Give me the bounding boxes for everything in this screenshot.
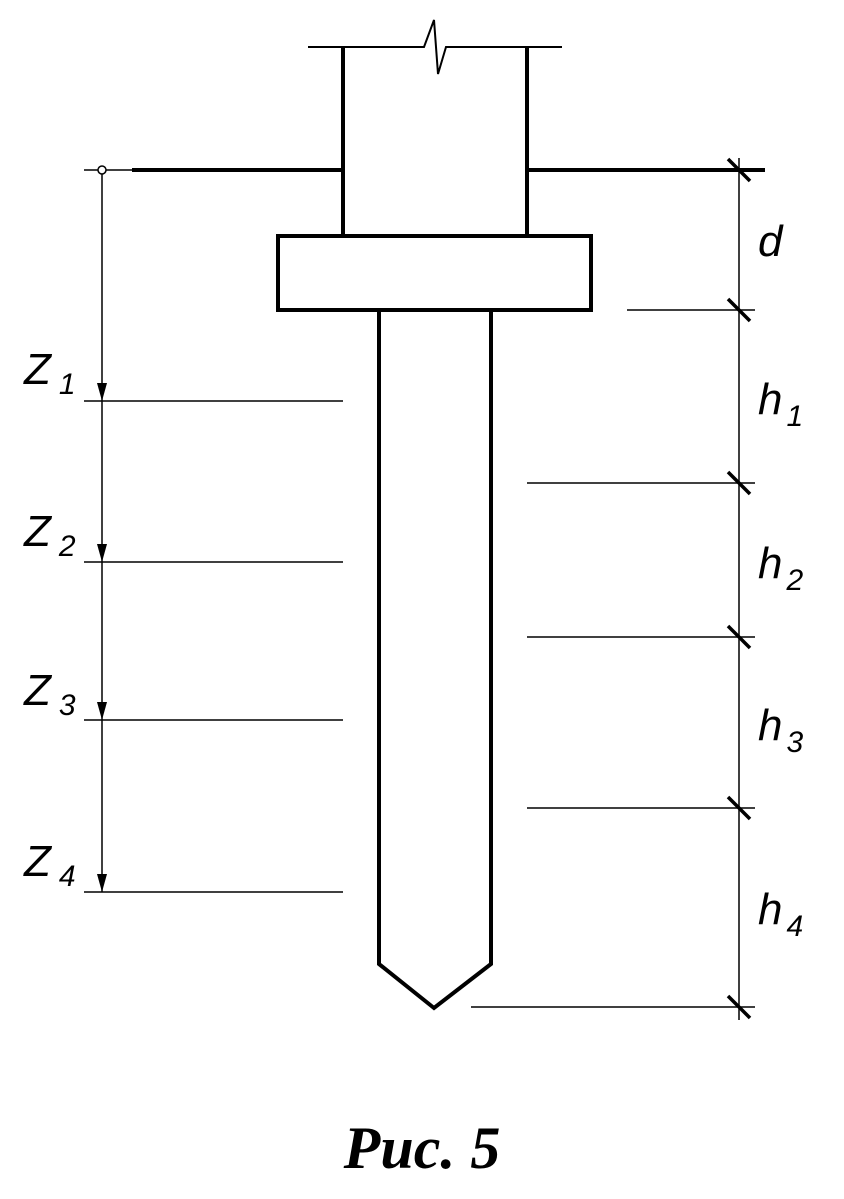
label-h2-sub: 2	[785, 564, 803, 597]
label-h1-sub: 1	[786, 400, 803, 433]
tick-mark	[726, 624, 752, 650]
label-z1-sub: 1	[59, 368, 76, 401]
tick-mark	[726, 297, 752, 323]
label-z1-main: Z	[23, 345, 53, 394]
label-z3-sub: 3	[59, 689, 76, 722]
tick-mark	[726, 795, 752, 821]
arrowhead-icon	[97, 544, 107, 562]
tick-mark	[726, 157, 752, 183]
reference-point	[97, 165, 107, 175]
ground-surface	[84, 165, 765, 175]
label-h4-sub: 4	[786, 910, 803, 943]
label-h3-sub: 3	[786, 726, 803, 759]
label-h1-main: h	[758, 375, 782, 424]
label-d: d	[758, 217, 784, 266]
right-dimension-chain	[471, 157, 755, 1020]
label-h2-main: h	[758, 539, 782, 588]
label-h3-main: h	[758, 701, 782, 750]
label-z4-sub: 4	[59, 860, 76, 893]
depth-arrows	[97, 383, 107, 892]
arrowhead-icon	[97, 383, 107, 401]
label-h4-main: h	[758, 885, 782, 934]
column	[308, 19, 562, 236]
figure-caption: Рис. 5	[343, 1115, 501, 1181]
left-depth-dimensions	[84, 174, 343, 893]
label-z4-main: Z	[23, 837, 53, 886]
pile-cap	[276, 234, 593, 312]
pile-shaft	[377, 310, 493, 1011]
arrowhead-icon	[97, 702, 107, 720]
label-z2-main: Z	[23, 507, 53, 556]
column-break-line	[308, 19, 562, 75]
label-z3-main: Z	[23, 666, 53, 715]
tick-mark	[726, 470, 752, 496]
arrowhead-icon	[97, 874, 107, 892]
label-z2-sub: 2	[58, 530, 76, 563]
tick-mark	[726, 994, 752, 1020]
